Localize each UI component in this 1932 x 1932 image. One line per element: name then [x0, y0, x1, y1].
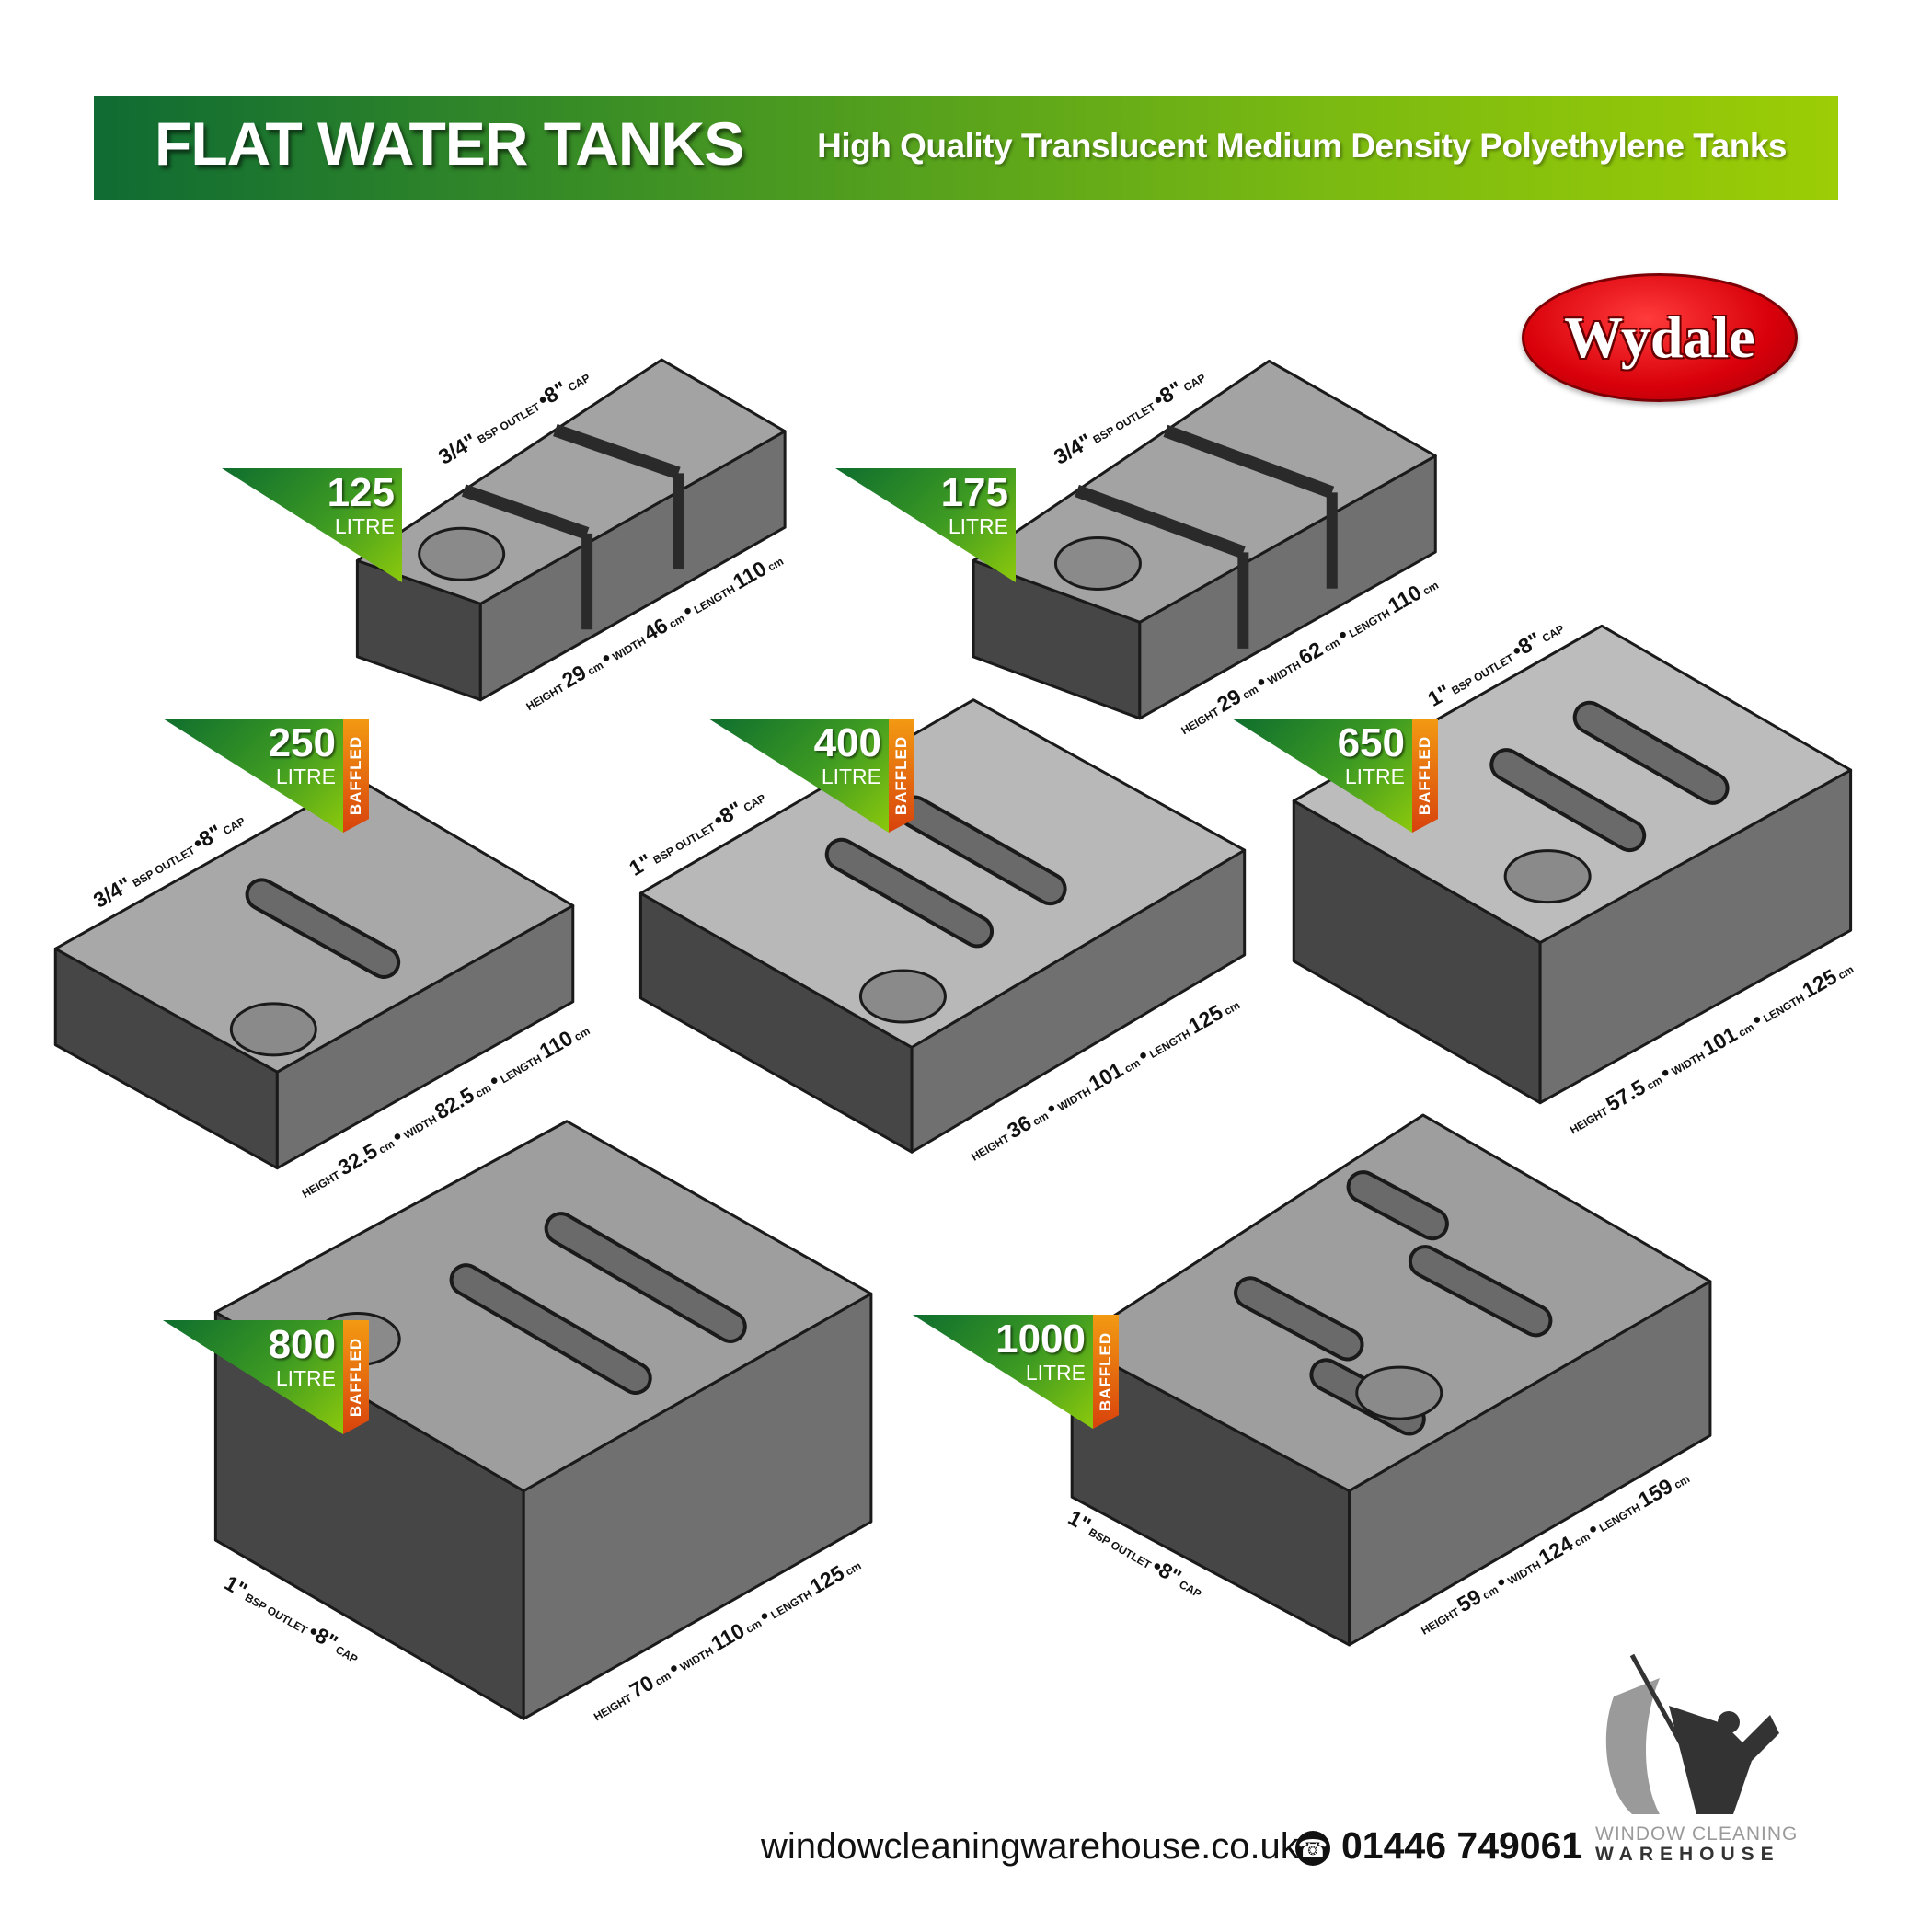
baffle-slot — [902, 799, 1064, 903]
baffled-tag: BAFFLED — [343, 1320, 369, 1434]
baffled-label: BAFFLED — [1097, 1331, 1114, 1412]
capacity-value: 125 — [327, 470, 395, 515]
cap-opening — [1355, 1365, 1443, 1420]
baffled-tag: BAFFLED — [889, 719, 914, 833]
telephone-icon: ☎ — [1295, 1831, 1330, 1866]
wydale-logo: Wydale — [1522, 273, 1798, 402]
capacity-unit: LITRE — [1344, 765, 1405, 788]
capacity-value: 250 — [268, 720, 336, 765]
cap-opening — [1053, 535, 1142, 591]
tank-1000 — [1070, 1113, 1712, 1647]
tank-groove — [461, 484, 590, 540]
capacity-unit: LITRE — [275, 765, 336, 788]
page-title: FLAT WATER TANKS — [155, 109, 744, 178]
baffled-label: BAFFLED — [892, 735, 910, 816]
tank-400 — [638, 698, 1247, 1154]
baffle-slot — [547, 1215, 743, 1340]
logo-line-2: WAREHOUSE — [1595, 1844, 1780, 1865]
tank-groove — [553, 423, 681, 479]
tank-175 — [972, 359, 1437, 720]
cap-opening — [229, 1002, 317, 1057]
baffled-label: BAFFLED — [1416, 735, 1433, 816]
logo-line-1: WINDOW CLEANING — [1595, 1823, 1799, 1845]
cap-opening — [858, 969, 947, 1024]
tank-250 — [53, 776, 575, 1170]
tank-top-face — [1070, 1113, 1712, 1493]
capacity-unit: LITRE — [821, 765, 881, 788]
tank-groove — [1075, 484, 1246, 558]
cap-opening — [418, 526, 506, 581]
window-cleaning-warehouse-logo: WINDOW CLEANING WAREHOUSE — [1595, 1650, 1797, 1865]
baffle-slot — [1411, 1248, 1549, 1334]
capacity-unit: LITRE — [948, 514, 1008, 538]
baffled-tag: BAFFLED — [1093, 1315, 1119, 1429]
capacity-value: 400 — [813, 720, 881, 765]
baffle-slot — [248, 881, 397, 975]
tank-groove — [1163, 424, 1335, 499]
capacity-value: 800 — [268, 1322, 336, 1367]
header-banner: FLAT WATER TANKS High Quality Translucen… — [94, 96, 1838, 200]
website-link[interactable]: windowcleaningwarehouse.co.uk — [761, 1826, 1299, 1867]
baffled-tag: BAFFLED — [1412, 719, 1438, 833]
capacity-unit: LITRE — [334, 514, 395, 538]
page-subtitle: High Quality Translucent Medium Density … — [817, 127, 1787, 165]
baffled-label: BAFFLED — [347, 1337, 364, 1418]
phone-number[interactable]: 01446 749061 — [1341, 1824, 1583, 1867]
capacity-value: 650 — [1337, 720, 1405, 765]
baffle-slot — [1576, 704, 1726, 801]
baffle-slot — [1237, 1280, 1361, 1358]
baffle-slot — [1493, 752, 1643, 849]
cap-opening — [1503, 849, 1592, 904]
capacity-unit: LITRE — [1025, 1361, 1086, 1385]
wydale-logo-text: Wydale — [1564, 305, 1755, 370]
capacity-unit: LITRE — [275, 1366, 336, 1390]
capacity-value: 1000 — [995, 1317, 1086, 1362]
baffle-slot — [453, 1267, 649, 1391]
baffled-tag: BAFFLED — [343, 719, 369, 833]
capacity-value: 175 — [940, 470, 1008, 515]
tank-800 — [213, 1120, 873, 1720]
baffle-slot — [828, 841, 991, 945]
tank-125 — [355, 358, 787, 702]
window-cleaner-silhouette-icon — [1605, 1653, 1779, 1814]
baffle-slot — [1350, 1174, 1445, 1237]
baffled-label: BAFFLED — [347, 735, 364, 816]
tank-650 — [1292, 624, 1853, 1105]
